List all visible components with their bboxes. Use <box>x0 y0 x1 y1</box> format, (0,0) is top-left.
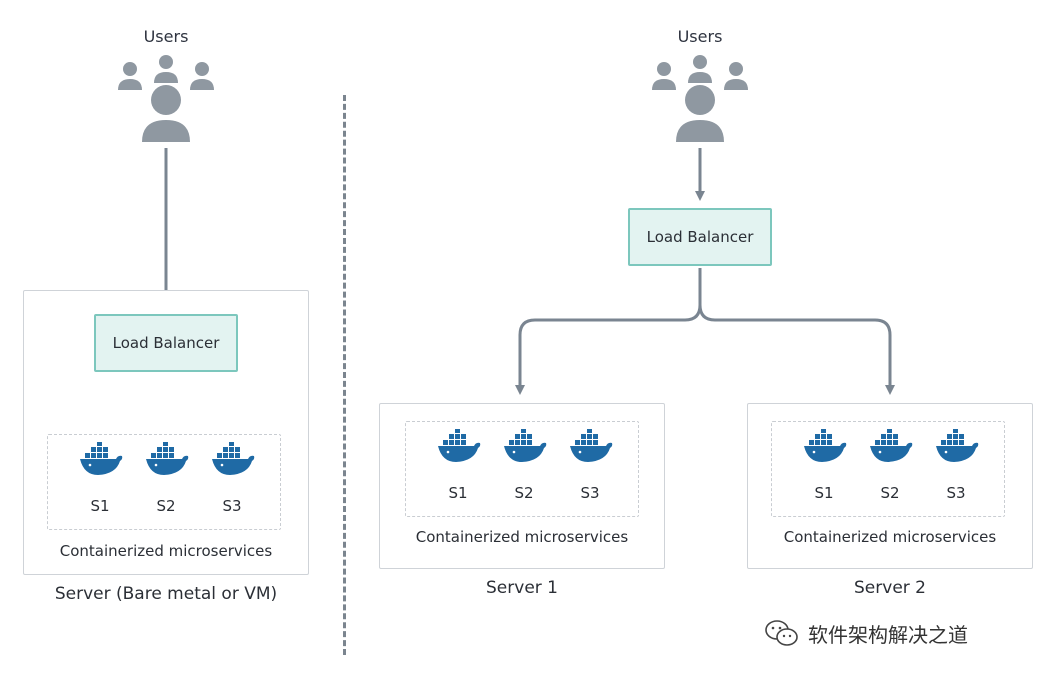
service-label: S2 <box>880 484 900 502</box>
server-title-1: Server 1 <box>486 578 558 598</box>
docker-icon <box>502 429 548 469</box>
service-label: S3 <box>580 484 600 502</box>
users-icon-left <box>116 52 216 148</box>
watermark: 软件架构解决之道 <box>764 618 968 648</box>
arrow-lb-to-server2 <box>698 304 895 395</box>
server-title-2: Server 2 <box>854 578 926 598</box>
service-label: S2 <box>514 484 534 502</box>
service-label: S3 <box>222 497 242 515</box>
services-box-server2 <box>771 421 1005 517</box>
docker-icon <box>210 442 256 482</box>
wechat-icon <box>765 620 798 646</box>
server-title-left: Server (Bare metal or VM) <box>54 584 278 604</box>
docker-icon <box>568 429 614 469</box>
docker-icon <box>868 429 914 469</box>
service-label: S2 <box>156 497 176 515</box>
watermark-text: 软件架构解决之道 <box>808 622 968 647</box>
services-caption-server1: Containerized microservices <box>415 528 629 546</box>
docker-icon <box>934 429 980 469</box>
service-label: S1 <box>448 484 468 502</box>
services-box-server1 <box>405 421 639 517</box>
services-caption-server2: Containerized microservices <box>783 528 997 546</box>
load-balancer-right: Load Balancer <box>628 208 772 266</box>
service-label: S1 <box>90 497 110 515</box>
docker-icon <box>436 429 482 469</box>
users-label-left: Users <box>143 27 189 46</box>
users-label-right: Users <box>677 27 723 46</box>
service-label: S3 <box>946 484 966 502</box>
service-label: S1 <box>814 484 834 502</box>
load-balancer-left: Load Balancer <box>94 314 238 372</box>
docker-icon <box>802 429 848 469</box>
services-caption-left: Containerized microservices <box>59 542 273 560</box>
docker-icon <box>78 442 124 482</box>
arrow-lb-to-server1 <box>515 268 702 395</box>
section-divider <box>343 95 346 655</box>
users-icon-right <box>650 52 750 148</box>
services-box-left <box>47 434 281 530</box>
docker-icon <box>144 442 190 482</box>
